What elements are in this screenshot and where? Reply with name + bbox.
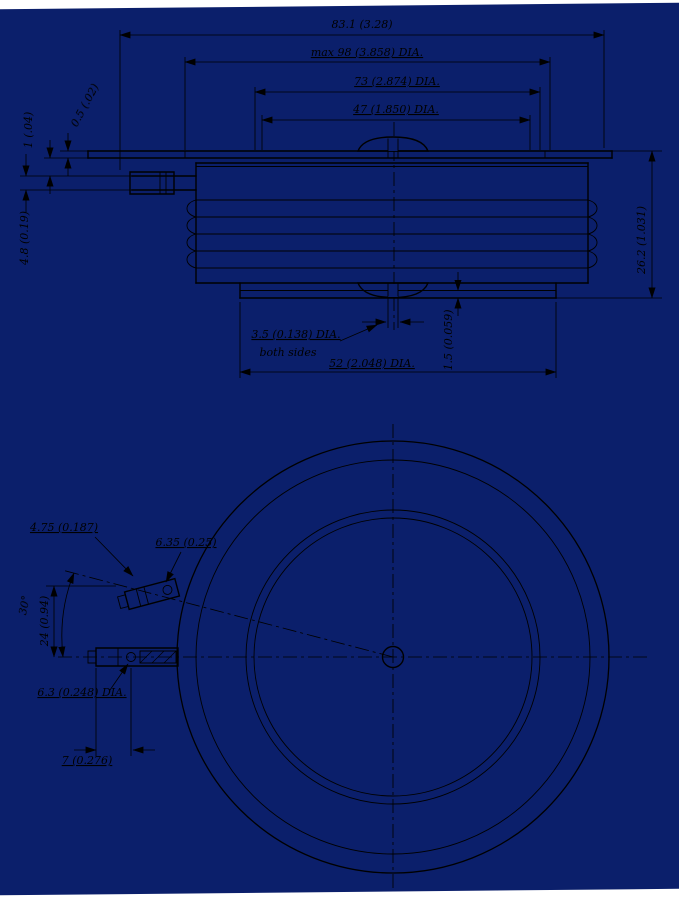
gate-terminal-angled — [117, 577, 181, 611]
dim-terminal-length: 6.35 (0.25) — [155, 536, 217, 583]
dim-max-dia-label: max 98 (3.858) DIA. — [311, 46, 423, 59]
gate-dome-bottom — [356, 282, 430, 299]
dim-overall-width-label: 83.1 (3.28) — [331, 18, 392, 31]
dim-gate-hole-note: both sides — [259, 346, 316, 359]
dim-pole-dia-label: 73 (2.874) DIA. — [354, 75, 440, 88]
dim-pole-dia: 73 (2.874) DIA. — [254, 75, 541, 150]
dim-gate-hole: 3.5 (0.138) DIA. both sides — [251, 297, 424, 359]
dim-lead-offset: 24 (0.94) — [38, 585, 116, 658]
dim-gap-label: 1 (.04) — [22, 112, 35, 149]
dim-lead-dia-label: 6.3 (0.248) DIA. — [37, 686, 126, 699]
dim-angle-label: 30° — [16, 594, 33, 616]
dim-gate-hole-label: 3.5 (0.138) DIA. — [251, 328, 340, 341]
dim-gate-dia-label: 47 (1.850) DIA. — [352, 103, 439, 116]
dim-lead-thickness: 4.8 (0.19) — [18, 154, 132, 266]
dim-projection: 7 (0.276) — [62, 668, 155, 767]
device-circles — [176, 440, 610, 874]
dim-recess: 1.5 (0.059) — [430, 272, 468, 371]
dim-terminal-width: 4.75 (0.187) — [29, 521, 134, 577]
gate-dome-top — [356, 136, 430, 159]
dim-terminal-width-label: 4.75 (0.187) — [29, 521, 98, 534]
dim-terminal-length-label: 6.35 (0.25) — [155, 536, 216, 549]
ceramic-housing — [186, 162, 598, 284]
center-hole — [381, 645, 405, 669]
dim-lead-offset-label: 24 (0.94) — [38, 596, 51, 648]
gate-terminal-horizontal — [87, 647, 179, 667]
dim-max-dia: max 98 (3.858) DIA. — [184, 46, 551, 150]
dim-lead-thickness-label: 4.8 (0.19) — [18, 211, 31, 266]
bottom-view: 4.75 (0.187) 6.35 (0.25) 30° 24 (0.94) — [16, 424, 648, 890]
top-electrode-plate — [87, 150, 613, 159]
dim-height-label: 26.2 (1.031) — [635, 206, 648, 275]
dim-lead-dia: 6.3 (0.248) DIA. — [37, 663, 129, 699]
dim-angle: 30° — [16, 572, 75, 658]
dim-seat-dia-label: 52 (2.048) DIA. — [329, 357, 415, 370]
dim-gate-dia: 47 (1.850) DIA. — [261, 103, 531, 150]
dim-projection-label: 7 (0.276) — [62, 754, 113, 767]
dim-seat-dia: 52 (2.048) DIA. — [239, 302, 557, 378]
dim-gap: 1 (.04) — [20, 112, 132, 194]
side-view: 83.1 (3.28) max 98 (3.858) DIA. 73 (2.87… — [18, 18, 662, 378]
dim-height: 26.2 (1.031) — [556, 150, 662, 299]
dim-plate-thickness-label: 0.5 (.02) — [68, 82, 102, 130]
dim-overall-width: 83.1 (3.28) — [119, 18, 605, 170]
gate-lead — [129, 171, 197, 195]
gate-axis-centerline — [61, 569, 394, 658]
dim-plate-thickness: 0.5 (.02) — [44, 82, 102, 176]
dim-recess-label: 1.5 (0.059) — [442, 309, 455, 370]
